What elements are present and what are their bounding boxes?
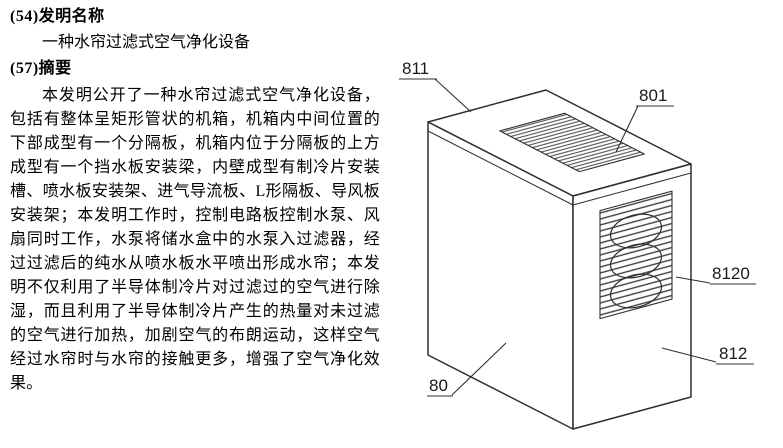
field-54-label: (54)发明名称 <box>10 8 105 25</box>
lid-seam-right <box>572 172 692 206</box>
figure-label-80: 80 <box>429 376 448 395</box>
fan-circle-top <box>609 213 663 249</box>
field-57-label: (57)摘要 <box>10 60 72 77</box>
fan-circles <box>609 213 663 309</box>
lid-seam-front <box>427 130 574 206</box>
figure-label-812: 812 <box>719 344 747 363</box>
label-812-leader <box>661 347 717 363</box>
fan-circle-bottom <box>609 273 663 309</box>
fan-circle-middle <box>609 243 663 279</box>
machine-case-drawing <box>427 89 692 430</box>
label-8120-leader <box>675 276 711 284</box>
label-801-leader <box>615 105 639 153</box>
figure-label-811: 811 <box>402 59 429 78</box>
patent-figure: 811 801 8120 812 80 <box>399 59 756 430</box>
figure-labels: 811 801 8120 812 80 <box>402 59 750 395</box>
figure-label-8120: 8120 <box>712 264 750 283</box>
top-grille <box>499 112 645 173</box>
figure-label-801: 801 <box>639 86 667 105</box>
leader-lines <box>399 78 756 397</box>
invention-title: 一种水帘过滤式空气净化设备 <box>42 34 251 51</box>
label-811-leader <box>434 78 472 113</box>
figure-area: 811 801 8120 812 80 <box>383 0 783 448</box>
text-column: (54)发明名称 一种水帘过滤式空气净化设备 (57)摘要 本发明公开了一种水帘… <box>10 4 380 396</box>
label-80-leader <box>451 342 507 396</box>
abstract-text: 本发明公开了一种水帘过滤式空气净化设备，包括有整体呈矩形管状的机箱，机箱内中间位… <box>10 87 380 392</box>
